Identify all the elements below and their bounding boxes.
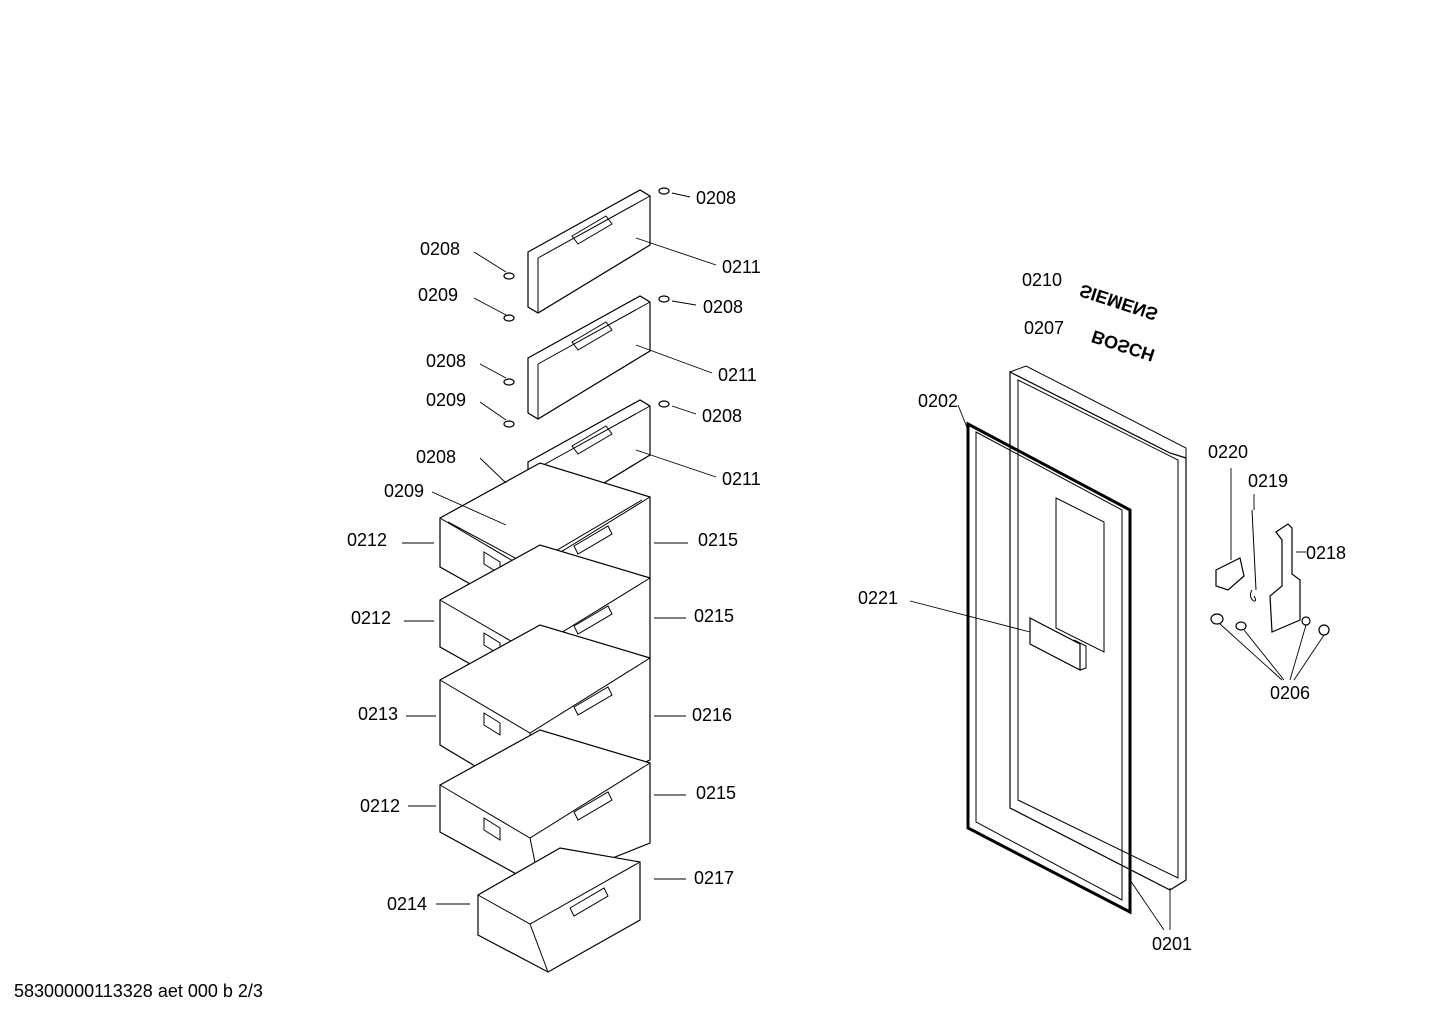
door-gasket (966, 421, 1132, 915)
label-0208: 0208 (426, 351, 466, 371)
label-0207: 0207 (1024, 318, 1064, 338)
label-0209: 0209 (384, 481, 424, 501)
label-0212: 0212 (360, 796, 400, 816)
drawing-reference-footer: 58300000113328 aet 000 b 2/3 (14, 981, 263, 1001)
drawer-5 (477, 847, 641, 973)
label-0219: 0219 (1248, 471, 1288, 491)
label-0209: 0209 (418, 285, 458, 305)
bosch-badge: BOSCH (1089, 326, 1157, 365)
label-0218: 0218 (1306, 543, 1346, 563)
label-0211: 0211 (722, 257, 761, 277)
label-0221: 0221 (858, 588, 898, 608)
label-0213: 0213 (358, 704, 398, 724)
label-0211: 0211 (722, 469, 761, 489)
door-handle-part (1029, 617, 1087, 671)
label-0215: 0215 (694, 606, 734, 626)
label-0211: 0211 (718, 365, 757, 385)
label-0208: 0208 (696, 188, 736, 208)
leader-lines (402, 192, 1325, 931)
label-0210: 0210 (1022, 270, 1062, 290)
label-0217: 0217 (694, 868, 734, 888)
label-0201: 0201 (1152, 934, 1192, 954)
brand-badges: SIEMENS BOSCH (1077, 280, 1160, 365)
label-0208: 0208 (702, 406, 742, 426)
label-0208: 0208 (703, 297, 743, 317)
label-0202: 0202 (918, 391, 958, 411)
label-0215: 0215 (696, 783, 736, 803)
part-labels: 0208 0208 0211 0209 0208 0208 0211 0209 … (347, 188, 1346, 954)
hinge-parts (1210, 509, 1330, 636)
label-0212: 0212 (351, 608, 391, 628)
siemens-badge: SIEMENS (1077, 280, 1160, 324)
label-0220: 0220 (1208, 442, 1248, 462)
label-0216: 0216 (692, 705, 732, 725)
label-0215: 0215 (698, 530, 738, 550)
door-panel (1009, 365, 1187, 891)
label-0206: 0206 (1270, 683, 1310, 703)
label-0212: 0212 (347, 530, 387, 550)
drawer-flap-2 (527, 295, 651, 420)
label-0208: 0208 (420, 239, 460, 259)
label-0209: 0209 (426, 390, 466, 410)
label-0208: 0208 (416, 447, 456, 467)
label-0214: 0214 (387, 894, 427, 914)
drawer-flap-1 (527, 189, 651, 314)
